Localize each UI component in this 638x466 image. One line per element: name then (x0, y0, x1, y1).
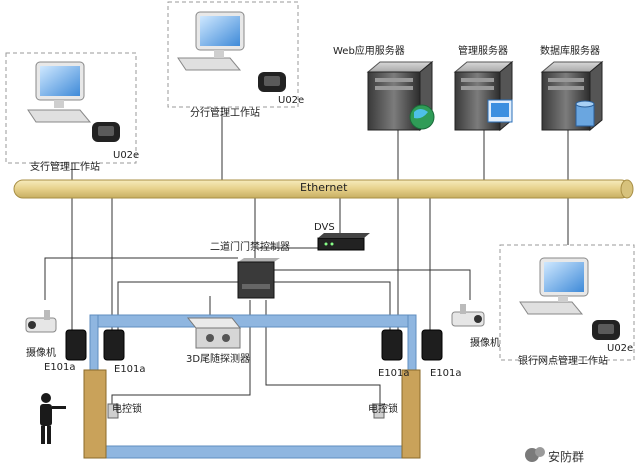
camera-right (451, 304, 485, 327)
reader-4 (421, 329, 443, 361)
reader-1 (65, 329, 87, 361)
tailgating-detector (186, 317, 242, 349)
computer-bank-outlet (519, 257, 620, 340)
reader-model-label-3: U02e (607, 343, 634, 354)
dvs-device (317, 233, 370, 251)
branch-main-workstation-box (167, 1, 299, 108)
detector-label: 3D尾随探测器 (186, 354, 251, 365)
lock-right (373, 403, 385, 419)
reader-2 (103, 329, 125, 361)
ethernet-label: Ethernet (300, 181, 348, 194)
computer-branch-main (177, 11, 286, 92)
ethernet-bus (13, 179, 634, 199)
branch-main-workstation-label: 分行管理工作站 (190, 108, 260, 119)
web-server (366, 60, 435, 132)
management-server-label: 管理服务器 (458, 46, 508, 57)
lock-label-left: 电控锁 (112, 404, 142, 415)
database-server-label: 数据库服务器 (540, 46, 600, 57)
camera-left (25, 310, 57, 333)
wechat-icon (525, 447, 545, 462)
bank-outlet-workstation-label: 银行网点管理工作站 (518, 356, 608, 367)
management-server (453, 60, 514, 132)
reader-3 (381, 329, 403, 361)
database-server (540, 60, 604, 132)
camera-label-right: 摄像机 (470, 338, 500, 349)
reader-label-2: E101a (114, 364, 146, 375)
reader-label-4: E101a (430, 368, 462, 379)
watermark-text: 安防群 (548, 450, 585, 464)
lock-left (107, 403, 119, 419)
bank-outlet-workstation-box (499, 244, 635, 361)
room-frame (83, 314, 421, 459)
reader-model-label-1: U02e (113, 150, 140, 161)
web-server-label: Web应用服务器 (333, 46, 405, 57)
controller-label: 二道门门禁控制器 (210, 242, 290, 253)
e101a-readers (65, 329, 443, 361)
access-controller (237, 258, 280, 299)
branch-sub-workstation-box (5, 52, 137, 164)
door-left (83, 369, 107, 459)
person-figure (40, 393, 66, 444)
door-right (401, 369, 421, 459)
dvs-label: DVS (314, 222, 335, 233)
reader-model-label-2: U02e (278, 95, 305, 106)
reader-label-3: E101a (378, 368, 410, 379)
camera-label-left: 摄像机 (26, 348, 56, 359)
reader-label-1: E101a (44, 362, 76, 373)
branch-sub-workstation-label: 支行管理工作站 (30, 162, 100, 173)
computer-branch-sub (27, 61, 120, 142)
lock-label-right: 电控锁 (368, 404, 398, 415)
network-links (44, 107, 569, 408)
